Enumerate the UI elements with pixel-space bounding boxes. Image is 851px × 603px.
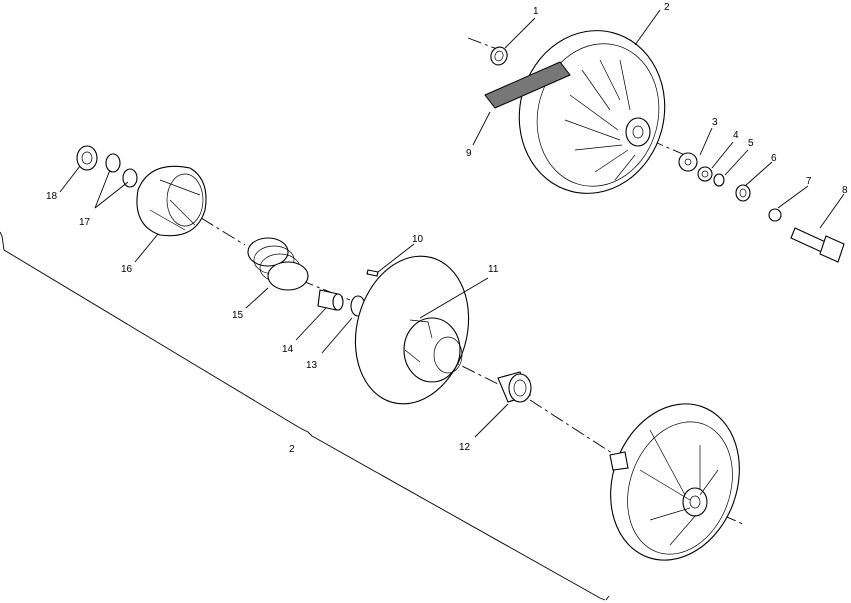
callout-10: 10 — [412, 234, 424, 245]
part-18-ring — [76, 145, 98, 171]
bracket-label: 2 — [289, 444, 295, 455]
part-16-helix — [136, 165, 207, 237]
callout-13: 13 — [306, 360, 318, 371]
callout-labels: 1 2 3 4 5 6 7 8 9 10 11 12 13 14 15 16 1… — [46, 2, 848, 455]
callout-3: 3 — [712, 117, 718, 128]
callout-11: 11 — [488, 264, 499, 275]
part-7-nut — [768, 208, 782, 222]
part-8-bolt — [790, 227, 845, 263]
part-5-lockwasher — [713, 173, 725, 187]
part-15-spring — [247, 237, 309, 291]
callout-6: 6 — [771, 153, 777, 164]
callout-15: 15 — [232, 310, 244, 321]
leader-lines — [59, 9, 845, 438]
callout-5: 5 — [748, 138, 754, 149]
part-14-bushing — [317, 289, 344, 311]
part-3-washer — [678, 152, 698, 172]
callout-12: 12 — [459, 442, 471, 453]
callout-14: 14 — [282, 344, 294, 355]
callout-9: 9 — [466, 148, 472, 159]
part-2-sheave — [518, 30, 666, 194]
part-10-screw — [366, 269, 379, 277]
callout-2: 2 — [664, 2, 670, 13]
part-4-washer — [697, 166, 713, 182]
driven-sheave-assembly — [609, 403, 740, 561]
callout-7: 7 — [806, 176, 812, 187]
part-11-sheave — [354, 255, 470, 405]
callout-1: 1 — [533, 6, 539, 17]
part-9-belt — [484, 61, 571, 109]
assembly-bracket — [0, 231, 610, 601]
callout-4: 4 — [733, 130, 739, 141]
callout-8: 8 — [842, 185, 848, 196]
part-1-washer — [490, 46, 508, 66]
callout-16: 16 — [121, 264, 133, 275]
part-17-washers — [105, 153, 138, 188]
part-12-bearing — [497, 371, 532, 403]
callout-17: 17 — [79, 217, 91, 228]
part-6-washer — [735, 184, 751, 202]
callout-18: 18 — [46, 191, 58, 202]
